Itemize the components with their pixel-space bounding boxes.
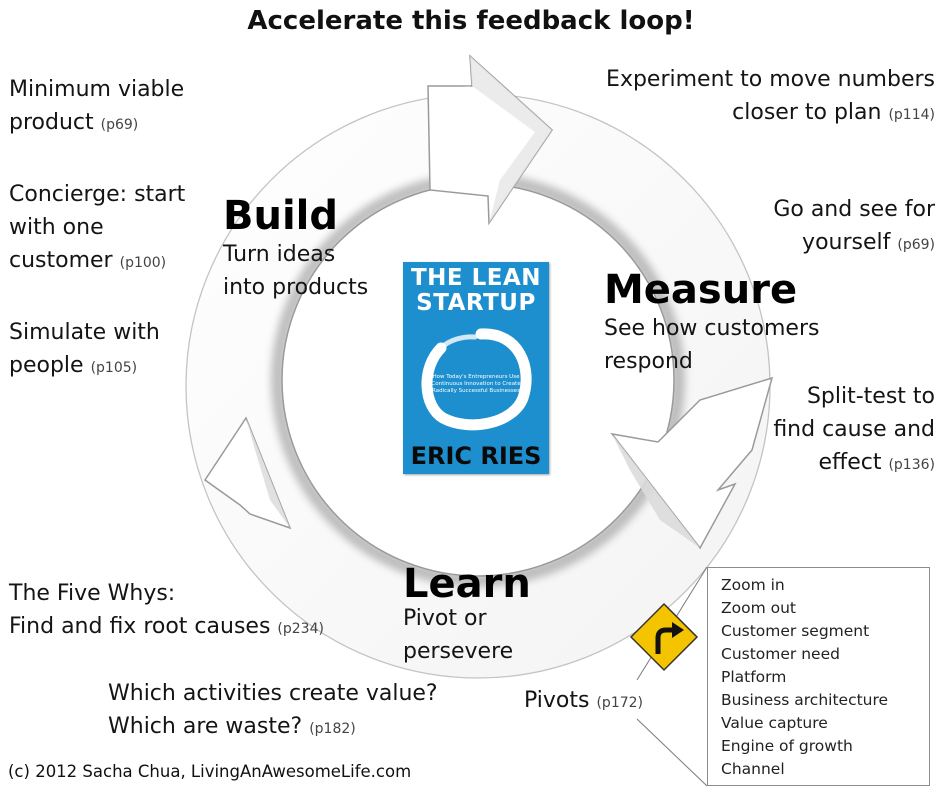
note-minimum-viable-product: Minimum viable product (p69) [9,77,185,135]
book-cover: THE LEAN STARTUP How Today's Entrepreneu… [403,262,549,474]
pivot-item: Zoom out [721,599,796,617]
book-subtitle: How Today's Entrepreneurs Use Continuous… [431,374,521,394]
pivots-label: Pivots (p172) [524,688,644,713]
note-simulate-with-people: Simulate with people (p105) [9,320,160,378]
build-subtitle: Turn ideas into products [223,242,369,300]
arrow-learn-to-build-icon [203,416,292,530]
arrow-build-to-measure-icon [427,54,553,226]
book-title: THE LEAN STARTUP [410,265,542,316]
learn-subtitle: Pivot or persevere [403,606,514,664]
pivot-item: Channel [721,760,785,778]
build-title: Build [223,193,339,239]
credit-line: (c) 2012 Sacha Chua, LivingAnAwesomeLife… [8,762,412,781]
diagram-title: Accelerate this feedback loop! [247,6,695,36]
pivot-types-list: Zoom in Zoom out Customer segment Custom… [721,574,888,781]
measure-title: Measure [604,267,798,313]
enso-circle-icon [421,328,532,431]
note-go-and-see: Go and see for yourself (p69) [773,197,935,255]
pivot-item: Business architecture [721,691,889,709]
learn-title: Learn [403,561,531,607]
measure-subtitle: See how customers respond [604,316,820,374]
pivot-item: Customer segment [721,622,870,640]
turn-right-sign-icon [629,602,699,672]
pivot-item: Zoom in [721,576,785,594]
pivot-types-box: Zoom in Zoom out Customer segment Custom… [707,567,930,786]
pivot-item: Customer need [721,645,840,663]
note-split-test: Split-test to find cause and effect (p13… [773,384,935,475]
arrow-measure-to-learn-icon [610,376,774,550]
pivot-connector-lower [636,718,708,787]
pivot-item: Engine of growth [721,737,853,755]
note-concierge: Concierge: start with one customer (p100… [9,182,186,273]
pivot-item: Value capture [721,714,828,732]
note-value-and-waste: Which activities create value? Which are… [108,681,438,739]
book-author: ERIC RIES [410,442,542,470]
note-experiment: Experiment to move numbers closer to pla… [606,67,935,125]
note-five-whys: The Five Whys: Find and fix root causes … [9,581,324,639]
pivot-item: Platform [721,668,787,686]
